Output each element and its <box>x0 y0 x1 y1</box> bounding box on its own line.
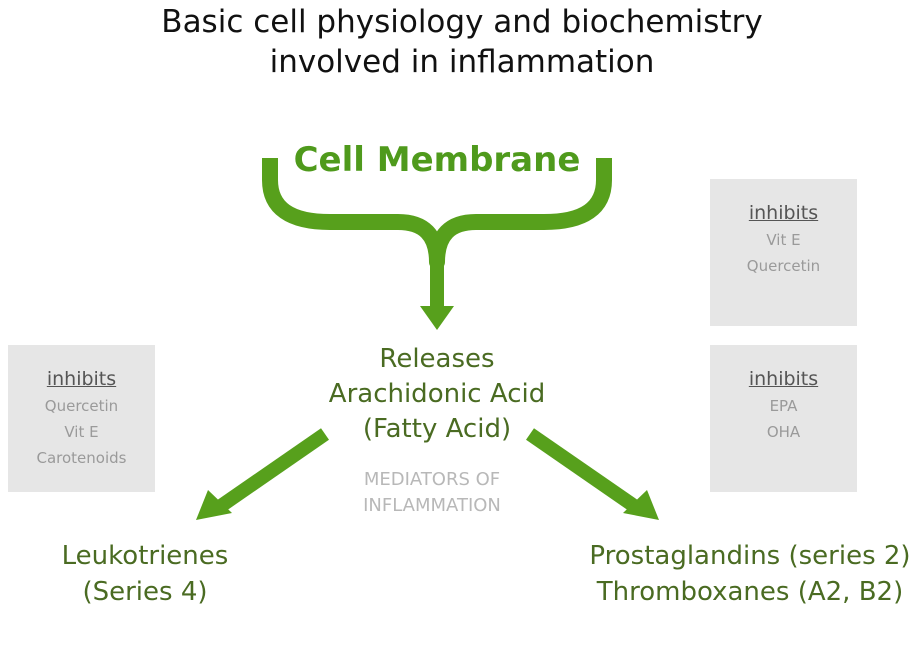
leukotrienes-node: Leukotrienes (Series 4) <box>10 538 280 610</box>
prostaglandins-line-1: Prostaglandins (series 2) <box>589 541 911 571</box>
inhibitor-item: Vit E <box>766 231 801 249</box>
title-line-2: involved in inflammation <box>269 44 655 80</box>
inhibitor-item: Vit E <box>64 423 99 441</box>
mediators-line-1: MEDIATORS OF <box>363 469 501 490</box>
right-arrow-shaft <box>526 428 641 514</box>
inhibitor-item: EPA <box>769 397 798 415</box>
inhibitor-item: Quercetin <box>746 257 821 275</box>
inhibitor-box-right-top: inhibits Vit E Quercetin <box>710 179 857 326</box>
release-line-3: (Fatty Acid) <box>362 414 512 444</box>
leukotrienes-line-2: (Series 4) <box>82 577 208 607</box>
left-arrow-head <box>196 490 232 520</box>
mediators-label: MEDIATORS OF INFLAMMATION <box>332 467 532 519</box>
prostaglandins-node: Prostaglandins (series 2) Thromboxanes (… <box>580 538 920 610</box>
right-arrow-head <box>623 490 659 520</box>
diagram-title: Basic cell physiology and biochemistry i… <box>0 2 924 82</box>
mediators-line-2: INFLAMMATION <box>363 495 501 516</box>
inhibitor-box-left: inhibits Quercetin Vit E Carotenoids <box>8 345 155 492</box>
inhibits-header: inhibits <box>46 368 117 390</box>
left-arrow-shaft <box>214 428 329 514</box>
release-line-1: Releases <box>379 344 495 374</box>
inhibits-header: inhibits <box>748 202 819 224</box>
inhibitor-item: Quercetin <box>44 397 119 415</box>
down-arrow-head <box>420 306 454 330</box>
prostaglandins-line-2: Thromboxanes (A2, B2) <box>596 577 904 607</box>
title-line-1: Basic cell physiology and biochemistry <box>161 4 763 40</box>
inhibits-header: inhibits <box>748 368 819 390</box>
inhibitor-item: OHA <box>766 423 801 441</box>
cell-membrane-label: Cell Membrane <box>293 140 581 180</box>
release-line-2: Arachidonic Acid <box>328 379 546 409</box>
inhibitor-box-right-bottom: inhibits EPA OHA <box>710 345 857 492</box>
arachidonic-acid-node: Releases Arachidonic Acid (Fatty Acid) <box>282 342 592 447</box>
inhibitor-item: Carotenoids <box>36 449 127 467</box>
leukotrienes-line-1: Leukotrienes <box>61 541 229 571</box>
